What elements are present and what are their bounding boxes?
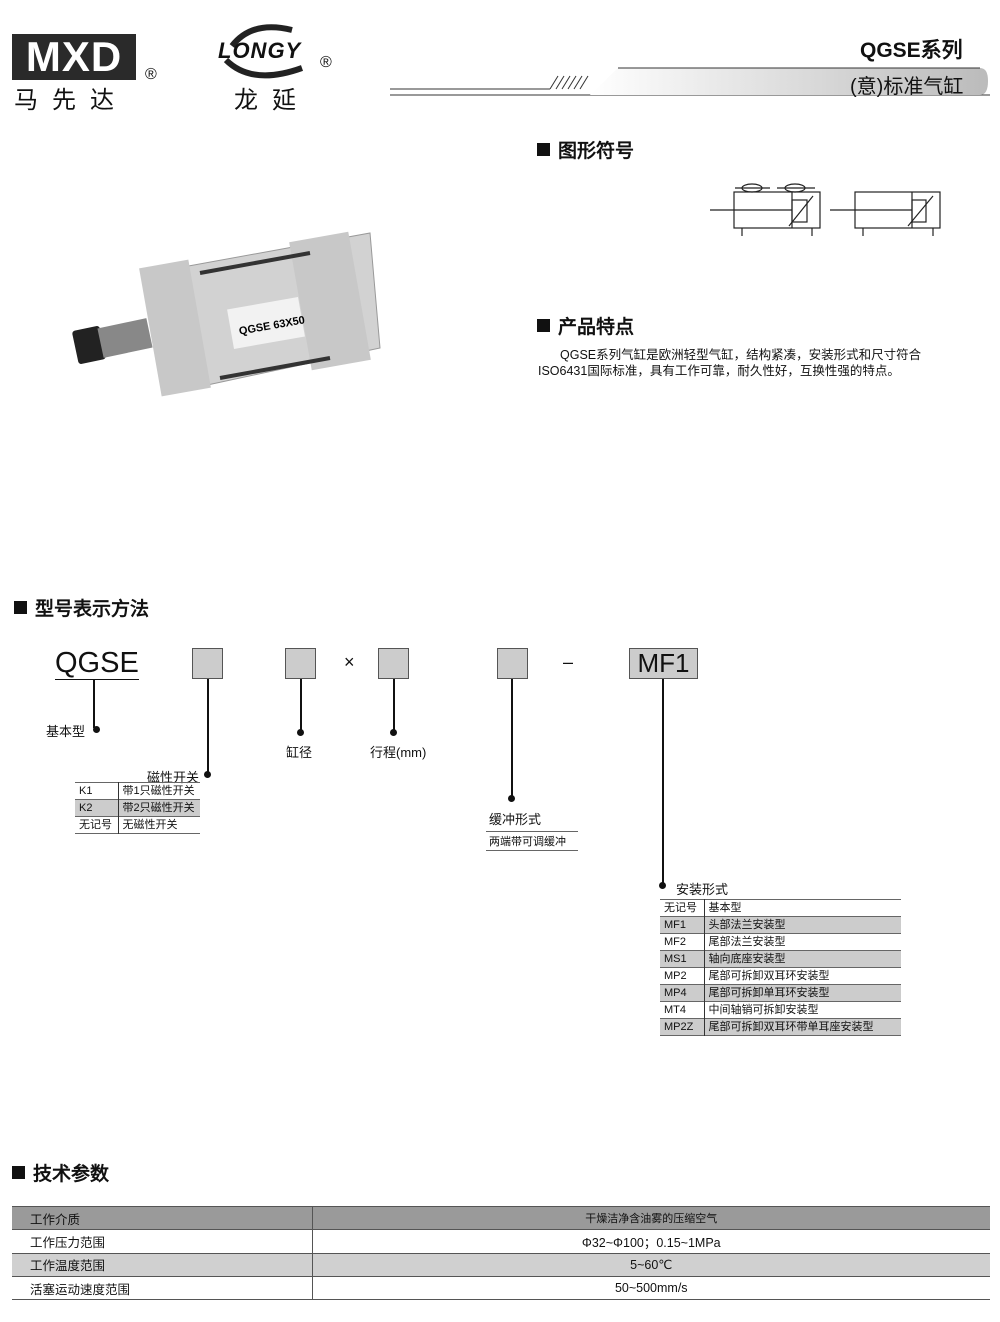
cushion-option: 两端带可调缓冲 [486,831,578,851]
option-code: MP2 [660,967,705,985]
option-code: K2 [75,799,119,817]
switch-code-box [192,648,223,679]
param-name: 活塞运动速度范围 [12,1276,313,1301]
table-row: 无记号基本型 [660,899,901,917]
param-value: Φ32~Φ100；0.15~1MPa [312,1229,990,1254]
option-code: MS1 [660,950,705,968]
section-title-model: 型号表示方法 [14,594,149,621]
param-name: 工作介质 [12,1206,313,1231]
param-value: 干燥洁净含油雾的压缩空气 [312,1206,990,1231]
option-desc: 无磁性开关 [122,819,178,831]
param-name: 工作温度范围 [12,1253,313,1277]
option-desc: 基本型 [708,902,742,914]
section-title-features: 产品特点 [537,312,634,339]
times-sign: × [344,652,355,672]
leader-line [511,679,513,797]
option-code: MP2Z [660,1018,705,1036]
stroke-code-box [378,648,409,679]
mxd-logo: MXD [12,34,136,80]
leader-dot [508,795,515,802]
cushion-code-box [497,648,528,679]
tech-title-text: 技术参数 [33,1164,110,1185]
option-code: 无记号 [75,816,119,834]
longy-logo-cn: 龙延 [234,87,310,114]
option-desc: 轴向底座安装型 [708,953,786,965]
mxd-logo-cn: 马先达 [14,87,128,114]
series-subtitle: (意)标准气缸 [850,76,964,98]
registered-mark: ® [320,54,332,71]
leader-line [300,679,302,731]
option-code: MP4 [660,984,705,1002]
cushion-title: 缓冲形式 [489,812,542,827]
leader-dot [297,729,304,736]
section-title-tech: 技术参数 [12,1159,109,1186]
dash-sign: – [563,652,574,672]
option-code: K1 [75,782,119,800]
option-desc: 带1只磁性开关 [122,785,195,797]
option-desc: 尾部可拆卸双耳环带单耳座安装型 [708,1021,874,1033]
stroke-label: 行程(mm) [370,745,427,760]
features-title-text: 产品特点 [558,317,635,338]
option-desc: 尾部可拆卸单耳环安装型 [708,987,830,999]
option-desc: 头部法兰安装型 [708,919,786,931]
leader-line [207,679,209,773]
param-name: 工作压力范围 [12,1229,313,1254]
option-code: MF2 [660,933,705,951]
table-row: 工作介质干燥洁净含油雾的压缩空气 [12,1206,990,1231]
model-prefix: QGSE [55,647,139,680]
series-title: QGSE系列 [860,39,963,62]
param-value: 5~60℃ [312,1253,990,1277]
section-title-symbol: 图形符号 [537,136,634,163]
mount-title: 安装形式 [676,882,729,897]
longy-logo: LONGY [212,24,342,80]
header-banner [390,64,990,100]
leader-dot [390,729,397,736]
leader-line [393,679,395,731]
option-desc: 带2只磁性开关 [122,802,195,814]
switch-title: 磁性开关 [147,770,200,785]
bore-label: 缸径 [286,745,313,760]
bore-code-box [285,648,316,679]
option-code: MF1 [660,916,705,934]
leader-dot [204,771,211,778]
option-desc: 中间轴销可拆卸安装型 [708,1004,819,1016]
registered-mark: ® [145,66,157,83]
option-code: 无记号 [660,899,705,917]
option-code: MT4 [660,1001,705,1019]
pneumatic-symbol [705,180,950,242]
leader-line [93,680,95,728]
basic-type-label: 基本型 [46,724,86,739]
leader-line [662,679,664,884]
table-row: 无记号无磁性开关 [75,816,200,834]
mount-code-box: MF1 [629,648,698,679]
features-text: QGSE系列气缸是欧洲轻型气缸，结构紧凑，安装形式和尺寸符合ISO6431国际标… [538,348,922,378]
option-desc: 尾部法兰安装型 [708,936,786,948]
symbol-title-text: 图形符号 [558,141,635,162]
leader-dot [659,882,666,889]
model-title-text: 型号表示方法 [35,599,150,620]
option-desc: 尾部可拆卸双耳环安装型 [708,970,830,982]
longy-logo-text: LONGY [218,38,302,63]
product-image: QGSE 63X50 [70,228,390,398]
param-value: 50~500mm/s [312,1276,990,1301]
leader-dot [93,726,100,733]
